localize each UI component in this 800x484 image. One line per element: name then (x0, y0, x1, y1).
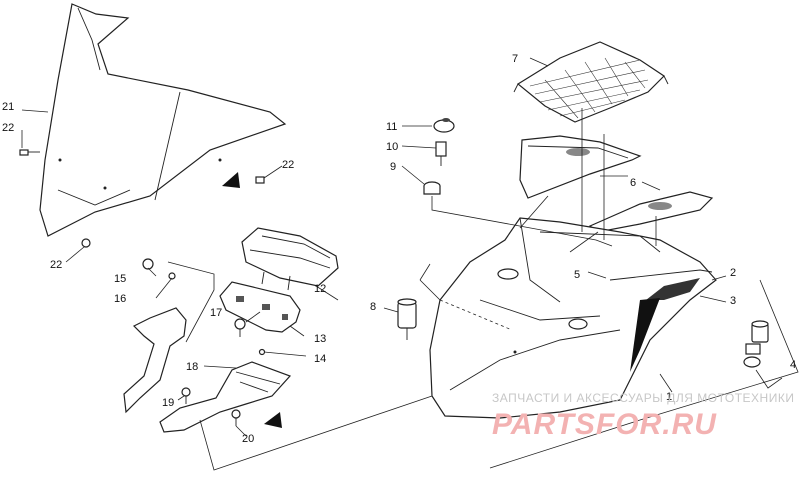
washer-14 (258, 348, 266, 356)
callout-19: 19 (162, 397, 174, 409)
callout-17: 17 (210, 307, 222, 319)
gauge-bracket (219, 281, 301, 333)
left-bracket (123, 258, 187, 414)
callout-10: 10 (386, 141, 398, 153)
callout-22-right: 22 (282, 159, 294, 171)
callout-22-left: 22 (2, 122, 14, 134)
callout-18: 18 (186, 361, 198, 373)
hood (429, 217, 717, 419)
callout-12: 12 (314, 283, 326, 295)
trim-panel-upper (519, 135, 642, 199)
bulb-socket (743, 320, 769, 368)
callout-13: 13 (314, 333, 326, 345)
callout-7: 7 (512, 53, 518, 65)
mesh-tray (513, 41, 669, 123)
screw-20 (231, 409, 241, 426)
callout-21: 21 (2, 101, 14, 113)
callout-4: 4 (790, 359, 796, 371)
ignition-9 (423, 181, 441, 195)
callout-8: 8 (370, 301, 376, 313)
watermark-tagline: ЗАПЧАСТИ И АКСЕССУАРЫ ДЛЯ МОТОТЕХНИКИ (492, 391, 794, 405)
callout-16: 16 (114, 293, 126, 305)
lower-bracket (159, 361, 292, 433)
callout-5: 5 (574, 269, 580, 281)
screw-19 (181, 387, 191, 404)
callout-6: 6 (630, 177, 636, 189)
screw-22 (19, 149, 265, 248)
direction-arrow-2 (264, 412, 282, 428)
watermark: ЗАПЧАСТИ И АКСЕССУАРЫ ДЛЯ МОТОТЕХНИКИ PA… (492, 391, 794, 441)
callout-14: 14 (314, 353, 326, 365)
assembly-outlines (167, 108, 799, 471)
switch-8 (397, 298, 417, 340)
instrument-gauge (241, 227, 339, 291)
direction-arrow (222, 172, 240, 188)
callout-20: 20 (242, 433, 254, 445)
callout-2: 2 (730, 267, 736, 279)
trim-panel-lower (588, 191, 714, 233)
watermark-brand: PARTSFOR.RU (492, 408, 717, 441)
screw-17 (234, 318, 246, 337)
callout-11: 11 (386, 121, 397, 133)
callout-9: 9 (390, 161, 396, 173)
callout-1: 1 (666, 391, 672, 403)
callout-3: 3 (730, 295, 736, 307)
callout-22-bottom: 22 (50, 259, 62, 271)
callout-labels: 21 22 22 22 7 11 10 9 6 2 3 5 4 8 15 16 … (2, 53, 796, 445)
key-cap-11 (433, 118, 455, 133)
key-10 (435, 141, 447, 166)
leader-lines (21, 57, 727, 437)
windshield (39, 3, 287, 237)
callout-15: 15 (114, 273, 126, 285)
